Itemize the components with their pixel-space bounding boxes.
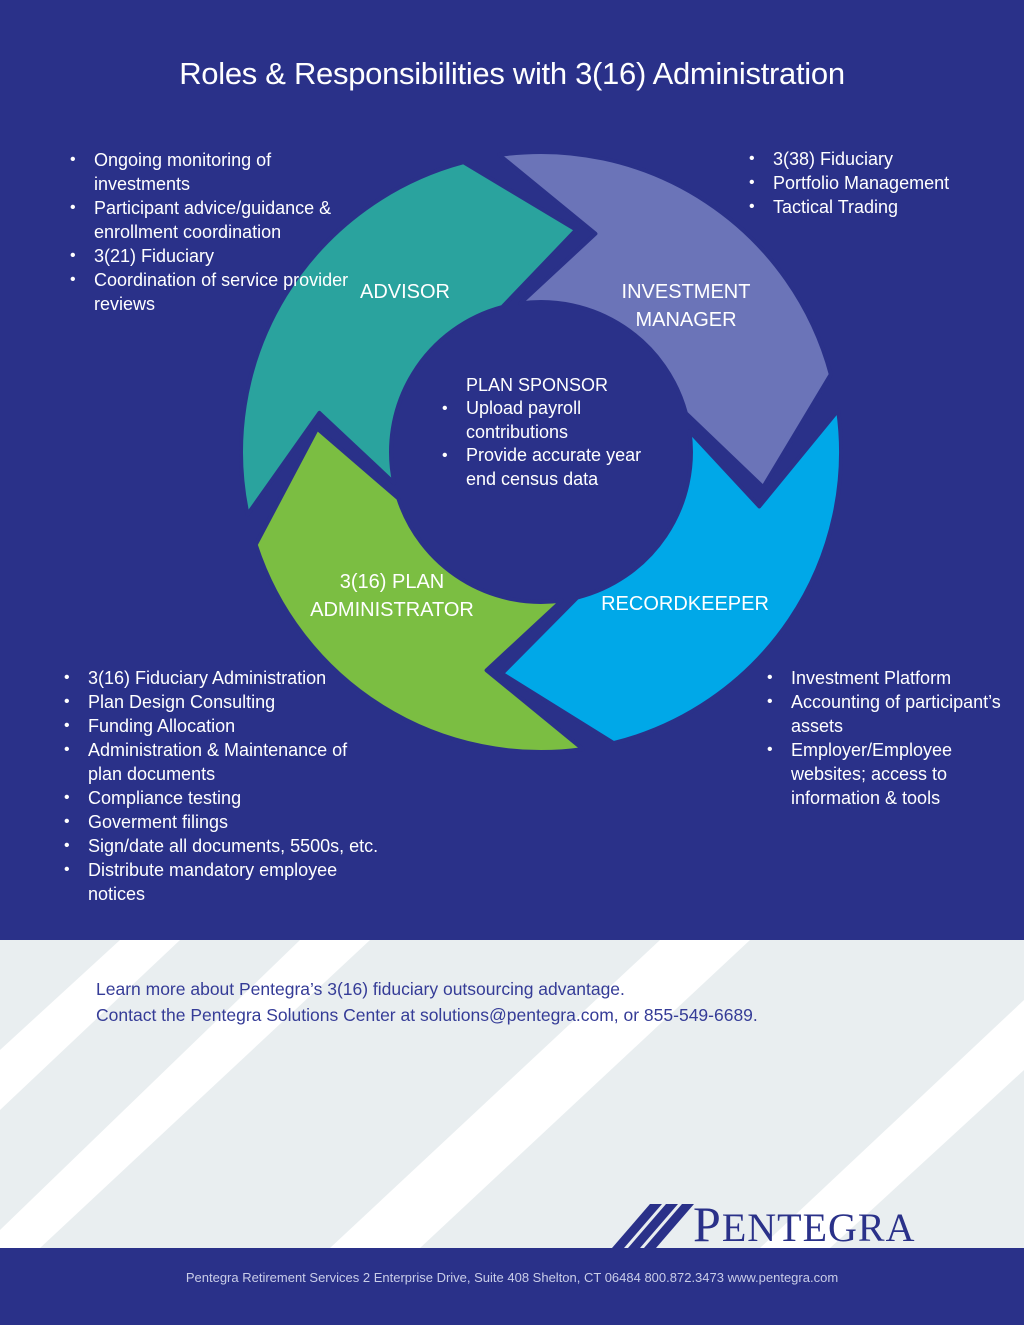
recordkeeper-responsibilities: Investment PlatformAccounting of partici… [763, 666, 1003, 810]
list-item: Coordination of service provider reviews [66, 268, 356, 316]
investment-manager-label: INVESTMENT MANAGER [596, 278, 776, 334]
list-item: Upload payroll contributions [438, 397, 668, 444]
footer-line-1: Learn more about Pentegra’s 3(16) fiduci… [96, 979, 625, 999]
footer-text: Learn more about Pentegra’s 3(16) fiduci… [96, 976, 758, 1028]
pentegra-logo-icon [612, 1204, 694, 1248]
list-item: Participant advice/guidance & enrollment… [66, 196, 356, 244]
footer-line-2: Contact the Pentegra Solutions Center at… [96, 1005, 758, 1025]
cycle-diagram [239, 149, 844, 755]
footer-bar [0, 1248, 1024, 1325]
recordkeeper-arrow [499, 408, 844, 746]
list-item: Plan Design Consulting [60, 690, 380, 714]
list-item: Tactical Trading [745, 195, 1005, 219]
list-item: 3(21) Fiduciary [66, 244, 356, 268]
list-item: Funding Allocation [60, 714, 380, 738]
list-item: Provide accurate year end census data [438, 444, 668, 491]
list-item: Investment Platform [763, 666, 1003, 690]
plan-sponsor-label: PLAN SPONSOR [466, 375, 609, 395]
logo-rest: ENTEGRA [721, 1205, 916, 1250]
stripe-pattern [0, 940, 1024, 1248]
investment-manager-label-line2: MANAGER [635, 309, 737, 331]
list-item: Accounting of participant’s assets [763, 690, 1003, 738]
recordkeeper-label: RECORDKEEPER [601, 593, 769, 615]
pentegra-logo-text: PENTEGRA [693, 1196, 915, 1256]
list-item: 3(38) Fiduciary [745, 147, 1005, 171]
list-item: Compliance testing [60, 786, 380, 810]
list-item: Administration & Maintenance of plan doc… [60, 738, 380, 786]
plan-administrator-label: 3(16) PLAN ADMINISTRATOR [292, 568, 492, 624]
list-item: Employer/Employee websites; access to in… [763, 738, 1003, 810]
plan-administrator-label-line2: ADMINISTRATOR [310, 599, 474, 621]
investment-manager-arrow [497, 149, 833, 490]
plan-administrator-responsibilities: 3(16) Fiduciary AdministrationPlan Desig… [60, 666, 380, 906]
investment-manager-label-line1: INVESTMENT [621, 281, 751, 303]
company-address: Pentegra Retirement Services 2 Enterpris… [185, 1270, 839, 1285]
advisor-label: ADVISOR [359, 281, 451, 303]
plan-sponsor-list: Upload payroll contributionsProvide accu… [438, 397, 668, 491]
advisor-responsibilities: Ongoing monitoring of investmentsPartici… [66, 148, 356, 316]
list-item: Goverment filings [60, 810, 380, 834]
plan-administrator-label-line1: 3(16) PLAN [339, 571, 445, 593]
logo-initial: P [693, 1196, 722, 1252]
list-item: Portfolio Management [745, 171, 1005, 195]
list-item: Distribute mandatory employee notices [60, 858, 380, 906]
investment-manager-responsibilities: 3(38) FiduciaryPortfolio ManagementTacti… [745, 147, 1005, 219]
list-item: 3(16) Fiduciary Administration [60, 666, 380, 690]
page-title: Roles & Responsibilities with 3(16) Admi… [179, 56, 845, 91]
list-item: Sign/date all documents, 5500s, etc. [60, 834, 380, 858]
list-item: Ongoing monitoring of investments [66, 148, 356, 196]
